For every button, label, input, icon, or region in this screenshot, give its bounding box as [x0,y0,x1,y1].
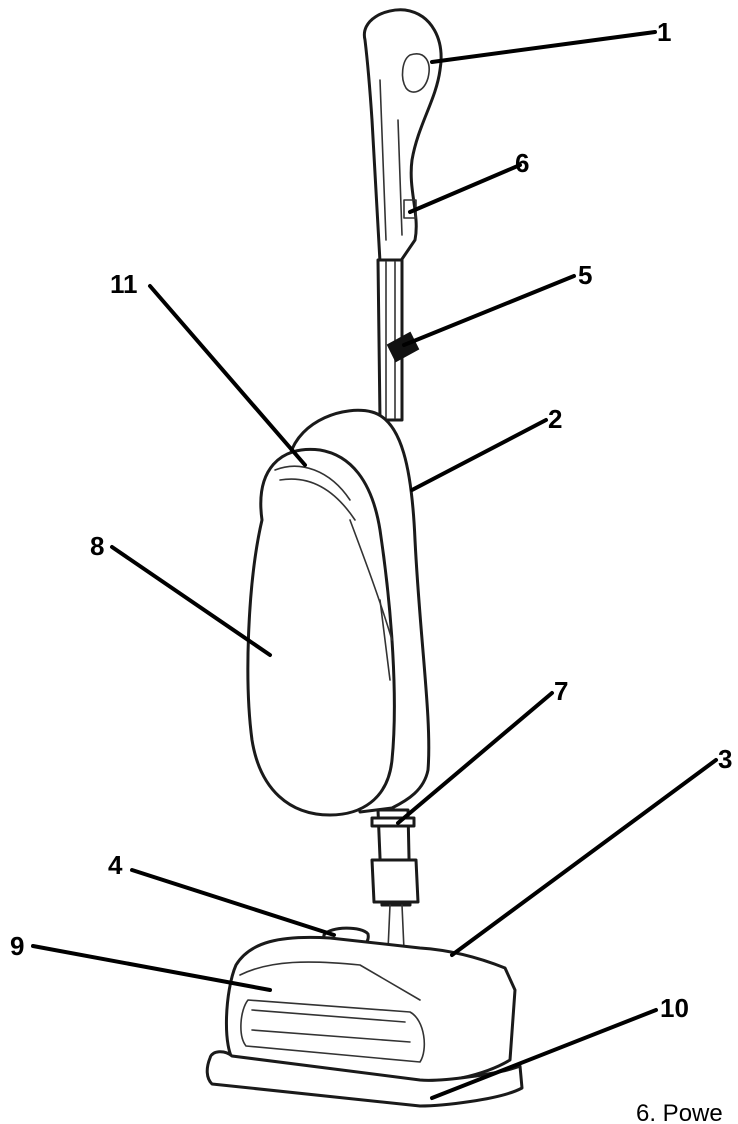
callout-6: 6 [515,148,529,178]
leader-4 [132,870,334,935]
leader-2 [412,420,546,490]
callout-7: 7 [554,676,568,706]
leader-5 [404,276,574,345]
callout-4: 4 [108,850,123,880]
shaft-collar [372,818,414,826]
leader-1 [432,32,655,62]
caption-fragment: 6. Powe [636,1100,723,1124]
leader-8 [112,547,270,655]
dust-bag [248,449,394,815]
callout-3: 3 [718,744,732,774]
leader-3 [452,760,716,955]
callout-2: 2 [548,404,562,434]
callout-1: 1 [657,17,671,47]
handle-grip [364,10,441,262]
callout-11: 11 [110,269,138,299]
callout-9: 9 [10,931,24,961]
leader-6 [410,165,520,212]
vacuum-illustration [207,10,522,1106]
callout-5: 5 [578,260,592,290]
leader-11 [150,286,305,465]
callout-10: 10 [660,993,689,1023]
callout-8: 8 [90,531,104,561]
